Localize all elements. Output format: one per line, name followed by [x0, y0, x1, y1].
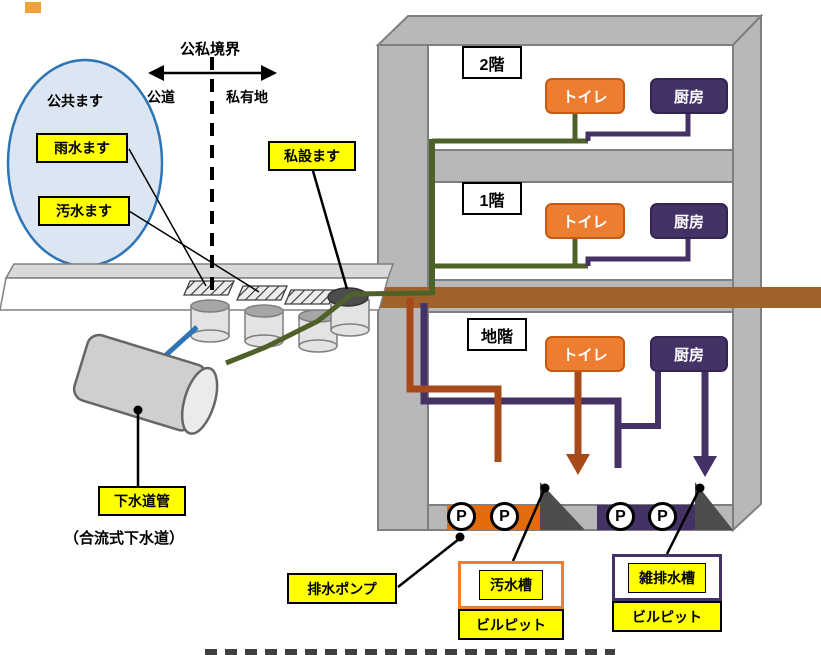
pump-connector [397, 538, 460, 588]
sewage-pipe-brown [406, 298, 502, 462]
kitchen-box-1f: 厨房 [650, 203, 728, 239]
ground-level-band [330, 287, 821, 308]
drain-pipes-purple-upper [585, 113, 691, 266]
kitchen-box-2f: 厨房 [650, 78, 728, 114]
floor-label-2f: 2階 [462, 46, 522, 79]
floor-label-b1: 地階 [467, 318, 527, 351]
pump-circle-4: P [648, 502, 677, 531]
toilet-box-1f: トイレ [545, 203, 625, 239]
sewage-arrow-brown [566, 372, 590, 475]
sewage-chamber-label: 汚水ます [38, 196, 130, 226]
drain-pipes-green [429, 113, 588, 295]
graywater-tank-label: 雑排水槽 [628, 562, 706, 593]
chamber-cylinders [190, 299, 370, 353]
graywater-tank-connector [665, 489, 701, 555]
boundary-title: 公私境界 [180, 41, 241, 58]
rain-chamber-label: 雨水ます [36, 133, 128, 163]
sewage-tank-connector [511, 489, 546, 562]
label-connectors [128, 148, 701, 588]
floor-slab-2f-1f [427, 149, 734, 183]
pump-circle-3: P [606, 502, 635, 531]
private-chamber-label: 私設ます [268, 141, 356, 171]
sewer-pipe-label: 下水道管 [98, 486, 186, 516]
graywater-pit-label: ビルピット [612, 601, 722, 632]
rainwater-pipe-blue [164, 325, 199, 357]
cropped-title-bullet [25, 2, 41, 13]
caption-text-cutoff [205, 649, 615, 655]
rain-chamber-cover [183, 280, 235, 296]
floor-label-1f: 1階 [462, 182, 522, 215]
drain-pump-label: 排水ポンプ [287, 573, 397, 604]
pit-wall-left [540, 482, 585, 530]
sewage-tank-label: 汚水槽 [479, 570, 543, 600]
boundary-double-arrow [148, 65, 277, 81]
pump-circle-2: P [490, 502, 519, 531]
private-chamber-connector [311, 170, 349, 290]
public-road-label: 公道 [147, 89, 175, 105]
sewage-pit-label: ビルピット [458, 609, 564, 640]
rain-chamber-connector [128, 148, 207, 287]
public-chambers-title: 公共ます [47, 93, 103, 109]
street-drain-pipe-green [225, 290, 434, 366]
chamber-covers [183, 280, 336, 305]
sewage-chamber-connector [128, 210, 260, 293]
sewage-chamber-cover [236, 285, 288, 301]
pit-wall-right [695, 482, 733, 530]
sewer-pipe-note: （合流式下水道） [64, 530, 185, 547]
graywater-pipe-purple [420, 303, 622, 468]
toilet-box-b1: トイレ [545, 336, 625, 372]
pump-circle-1: P [447, 502, 476, 531]
graywater-arrow-purple [693, 372, 717, 477]
kitchen-box-b1: 厨房 [650, 336, 728, 372]
sewage-tank-label-frame: 汚水槽 [458, 561, 564, 609]
private-land-label: 私有地 [226, 89, 268, 105]
chamber-cover [284, 289, 336, 305]
graywater-tank-label-frame: 雑排水槽 [612, 554, 722, 601]
graywater-branch-purple [620, 372, 661, 429]
connector-dots [133, 405, 705, 542]
sewer-main-pipe [72, 333, 219, 435]
toilet-box-2f: トイレ [545, 78, 625, 114]
